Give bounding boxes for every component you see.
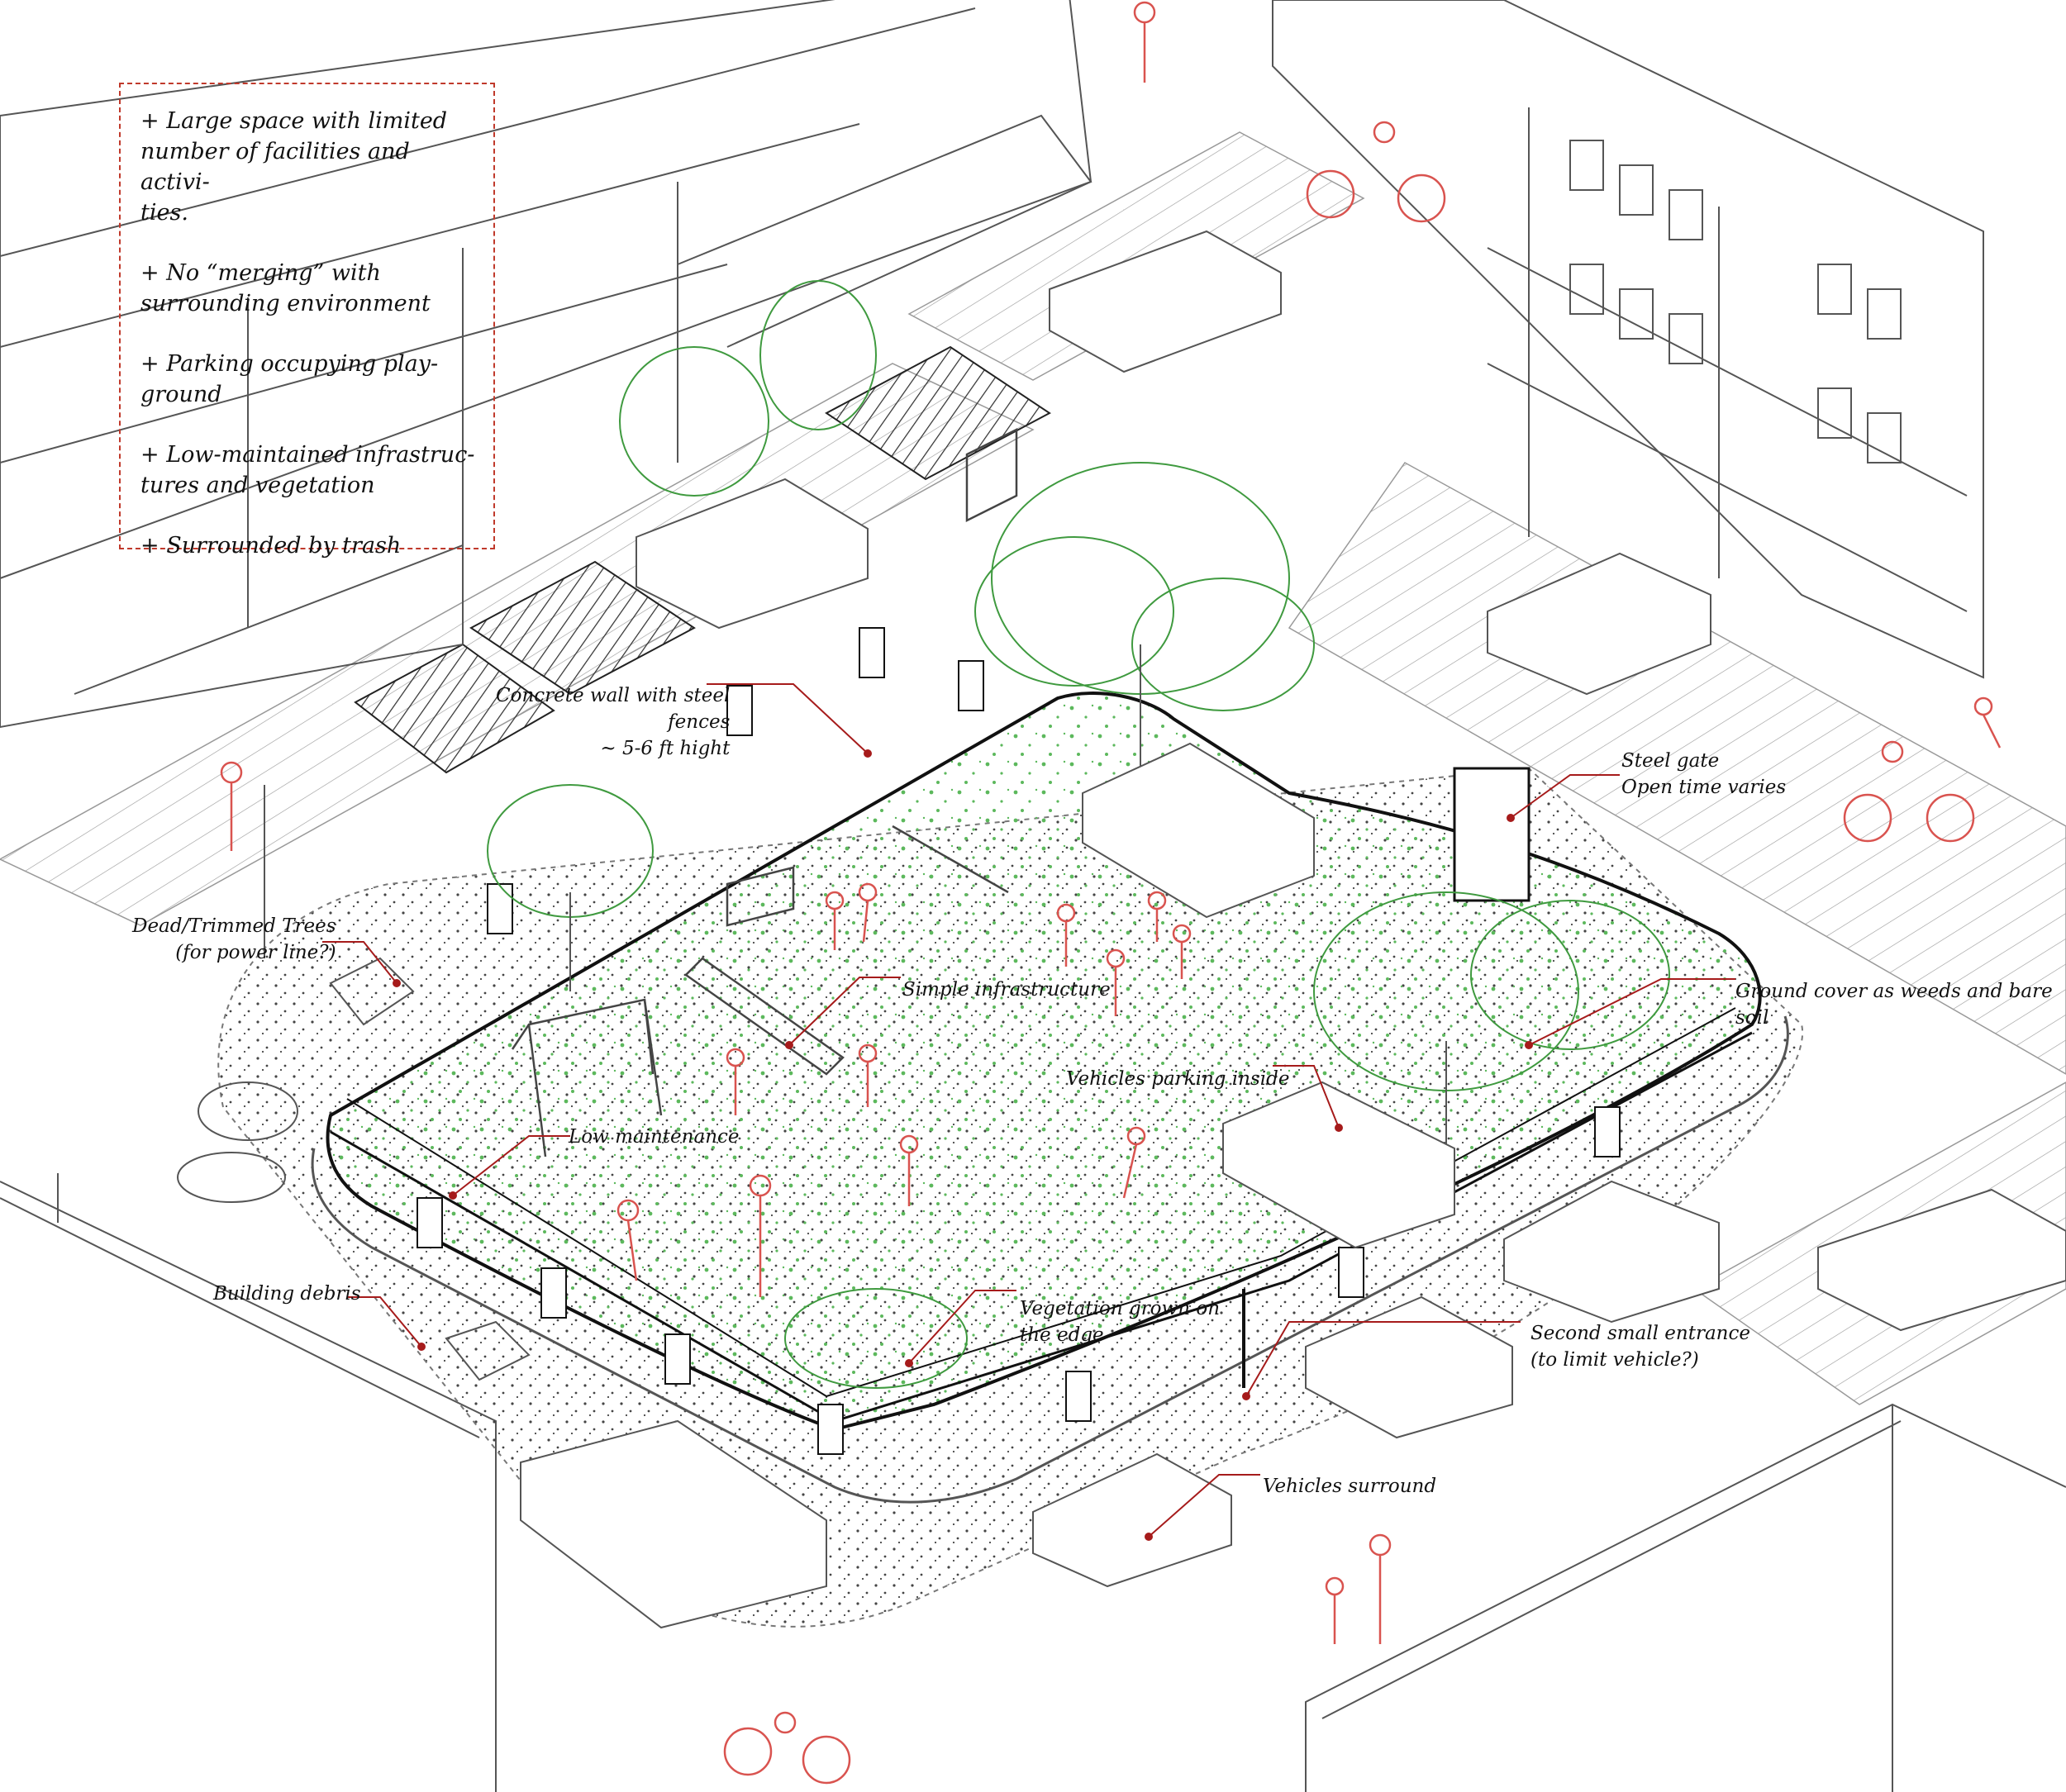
label-vehicles-surround: Vehicles surround xyxy=(1263,1473,1436,1500)
observation-1: + Large space with limited number of fac… xyxy=(140,106,475,228)
steel-fence xyxy=(330,627,1753,1455)
building-top-left xyxy=(0,0,1093,729)
label-line: Simple infrastructure xyxy=(902,979,1111,1001)
label-line: the edge xyxy=(1020,1324,1104,1346)
label-line: Dead/Trimmed Trees xyxy=(132,915,336,937)
observation-3: + Parking occupying play- ground xyxy=(140,349,475,410)
label-line: Open time varies xyxy=(1621,777,1787,798)
building-top-right xyxy=(1272,0,1984,679)
label-low-maintenance: Low maintenance xyxy=(569,1124,740,1150)
steel-gate xyxy=(1453,767,1530,902)
label-line: (to limit vehicle?) xyxy=(1530,1349,1699,1371)
label-building-debris: Building debris xyxy=(213,1281,361,1307)
building-bottom-right xyxy=(1305,1403,2066,1792)
label-second-entrance: Second small entrance (to limit vehicle?… xyxy=(1530,1320,1750,1373)
observation-2: + No “merging” with surrounding environm… xyxy=(140,258,475,319)
label-line: Vehicles parking inside xyxy=(1066,1068,1290,1090)
leader-lines xyxy=(322,683,1735,1541)
observation-line: surrounding environment xyxy=(140,291,431,316)
observation-line: number of facilities and activi- xyxy=(140,139,410,195)
label-line: Low maintenance xyxy=(569,1126,740,1148)
observation-5: + Surrounded by trash xyxy=(140,530,475,561)
play-equipment xyxy=(511,427,1018,1157)
label-line: Steel gate xyxy=(1621,750,1720,772)
site-details xyxy=(57,785,531,1381)
label-concrete-wall: Concrete wall with steel fences ~ 5-6 ft… xyxy=(496,682,730,762)
observation-4: + Low-maintained infrastruc- tures and v… xyxy=(140,440,475,501)
trees xyxy=(487,280,1670,1389)
label-line: Ground cover as weeds and bare xyxy=(1735,981,2053,1002)
people-figures xyxy=(220,1,2002,1785)
observation-line: tures and vegetation xyxy=(140,473,375,498)
label-vegetation-edge: Vegetation grown on the edge xyxy=(1020,1295,1220,1348)
label-line: Concrete wall with steel xyxy=(496,685,731,706)
observation-line: ground xyxy=(140,382,222,407)
hatched-parking-bays xyxy=(354,345,1051,774)
label-dead-trees: Dead/Trimmed Trees (for power line?) xyxy=(132,913,336,966)
label-line: ~ 5-6 ft hight xyxy=(600,738,731,759)
label-vehicles-inside: Vehicles parking inside xyxy=(1066,1066,1289,1092)
observation-line: + Parking occupying play- xyxy=(140,351,439,377)
label-ground-cover: Ground cover as weeds and bare soil xyxy=(1735,978,2053,1031)
label-line: Vegetation grown on xyxy=(1020,1298,1221,1319)
label-simple-infrastructure: Simple infrastructure xyxy=(902,977,1111,1003)
label-steel-gate: Steel gate Open time varies xyxy=(1621,748,1786,801)
observation-line: + Surrounded by trash xyxy=(140,533,402,559)
playground-ground xyxy=(326,692,1762,1432)
concrete-wall-ring xyxy=(311,1015,1789,1504)
observation-line: + No “merging” with xyxy=(140,260,381,286)
vehicles xyxy=(520,230,2066,1629)
observation-line: + Low-maintained infrastruc- xyxy=(140,442,475,468)
observation-line: + Large space with limited xyxy=(140,108,448,134)
label-line: fences xyxy=(668,711,731,733)
key-observations-box: + Large space with limited number of fac… xyxy=(119,83,495,559)
label-line: Vehicles surround xyxy=(1263,1476,1437,1497)
label-line: Second small entrance xyxy=(1530,1323,1750,1344)
label-line: Building debris xyxy=(213,1283,361,1305)
label-line: (for power line?) xyxy=(175,942,336,963)
observation-line: ties. xyxy=(140,200,188,226)
label-line: soil xyxy=(1735,1007,1769,1029)
